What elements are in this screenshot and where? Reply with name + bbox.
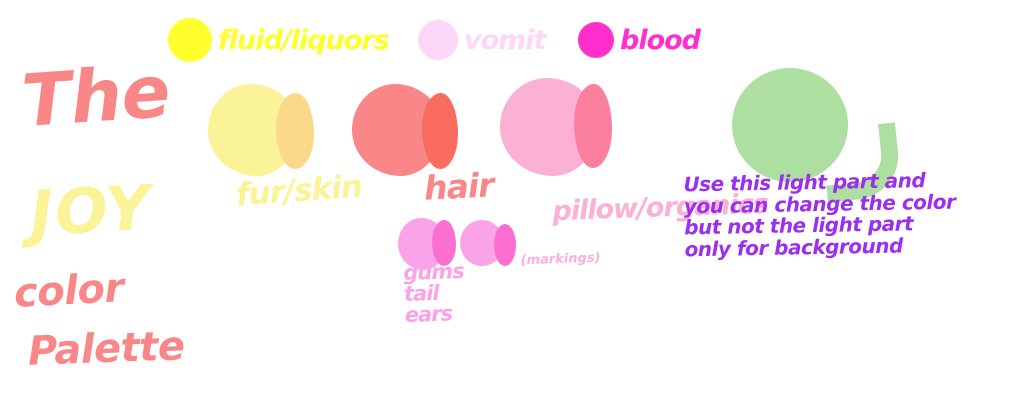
swatch-accent-blob — [574, 84, 612, 168]
legend-label-blood: blood — [620, 24, 701, 56]
legend-item-vomit: vomit — [418, 20, 546, 60]
legend-label-fluid: fluid/liquors — [218, 24, 390, 56]
color-dot-icon — [168, 18, 212, 62]
title-line-the: The — [19, 48, 173, 144]
title-line-color: color — [12, 265, 125, 317]
swatch-accent-blob-2 — [494, 224, 516, 266]
color-dot-icon — [418, 20, 458, 60]
title-line-palette: Palette — [27, 323, 186, 375]
swatch-accent-blob — [422, 93, 458, 169]
background-usage-note: Use this light part and you can change t… — [683, 168, 956, 262]
swatch-label-hair: hair — [423, 165, 495, 208]
swatch-accent-blob — [276, 93, 314, 169]
swatch-label-gums-tail-ears: gums tail ears — [402, 258, 465, 328]
legend-item-blood: blood — [578, 22, 701, 58]
title-line-joy: JOY — [28, 170, 154, 251]
legend-label-vomit: vomit — [464, 24, 546, 56]
color-dot-icon — [578, 22, 614, 58]
legend-item-fluid: fluid/liquors — [168, 18, 390, 62]
swatch-label-fur-skin: fur/skin — [234, 168, 364, 214]
swatch-accent-blob — [432, 220, 456, 266]
